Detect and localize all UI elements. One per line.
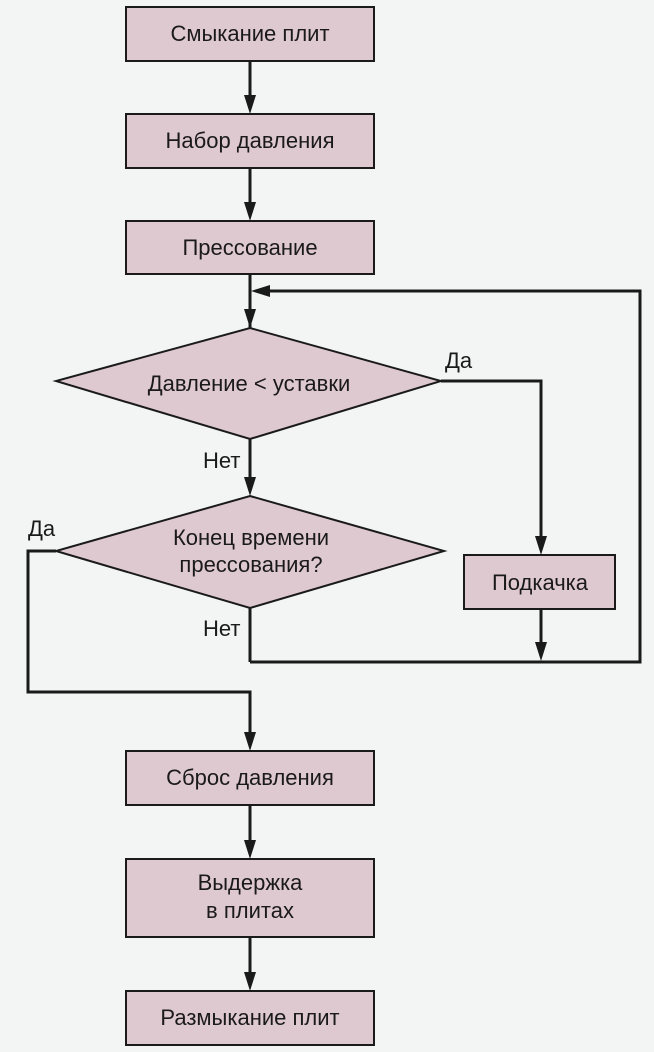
arrowhead-to-hold	[244, 840, 256, 859]
node-hold-shape	[125, 858, 375, 938]
edge-label-pressure-yes: Да	[445, 348, 473, 373]
arrowhead-to-open	[244, 972, 256, 991]
edge-label-time-no: Нет	[203, 616, 240, 641]
arrowhead-to-pressing	[244, 202, 256, 221]
node-close-plates: Смыкание плит	[125, 6, 375, 62]
node-pressure-release: Сброс давления	[125, 750, 375, 806]
arrowhead-to-release	[244, 732, 256, 751]
arrowheads	[244, 95, 547, 991]
connector-pressure-yes	[441, 379, 543, 542]
decision-time-check-label-line2: прессования?	[179, 552, 322, 577]
decision-time-check-shape	[52, 494, 448, 610]
decision-pressure-check: Давление < уставки	[52, 326, 445, 441]
decision-time-check-label-line1: Конец времени	[173, 525, 329, 550]
edge-label-pressure-no: Нет	[203, 448, 240, 473]
node-hold-label-line1: Выдержка	[198, 870, 304, 895]
decision-time-check: Конец времени прессования?	[52, 494, 448, 610]
node-pressing: Прессование	[125, 220, 375, 275]
node-pressure-release-shape	[125, 750, 375, 806]
edge-label-time-yes: Да	[28, 516, 56, 541]
arrowhead-loop-entry	[251, 285, 270, 297]
node-pump-up: Подкачка	[463, 554, 616, 610]
node-pressing-shape	[125, 220, 375, 275]
node-open-plates-shape	[125, 990, 375, 1046]
node-pressing-label: Прессование	[182, 235, 317, 260]
node-open-plates-label: Размыкание плит	[160, 1005, 339, 1030]
node-close-plates-shape	[125, 6, 375, 62]
node-hold-label-line2: в плитах	[206, 898, 294, 923]
node-pump-up-label: Подкачка	[492, 570, 589, 595]
connector-time-yes	[26, 549, 252, 738]
node-open-plates: Размыкание плит	[125, 990, 375, 1046]
node-pump-up-shape	[463, 554, 616, 610]
arrowhead-to-pump	[535, 536, 547, 555]
decision-pressure-check-shape	[52, 326, 445, 441]
node-close-plates-label: Смыкание плит	[170, 21, 329, 46]
node-pressure-release-label: Сброс давления	[166, 765, 334, 790]
arrowhead-pump-down	[535, 642, 547, 661]
connector-loop-back	[250, 289, 642, 664]
decision-pressure-check-label: Давление < уставки	[148, 371, 351, 396]
arrowhead-to-time-check	[244, 477, 256, 496]
node-hold: Выдержка в плитах	[125, 858, 375, 938]
node-pressure-buildup-shape	[125, 113, 375, 169]
node-pressure-buildup: Набор давления	[125, 113, 375, 169]
arrowhead-to-buildup	[244, 95, 256, 114]
connectors	[26, 61, 642, 978]
arrowhead-to-decision	[244, 309, 256, 328]
node-pressure-buildup-label: Набор давления	[166, 128, 335, 153]
